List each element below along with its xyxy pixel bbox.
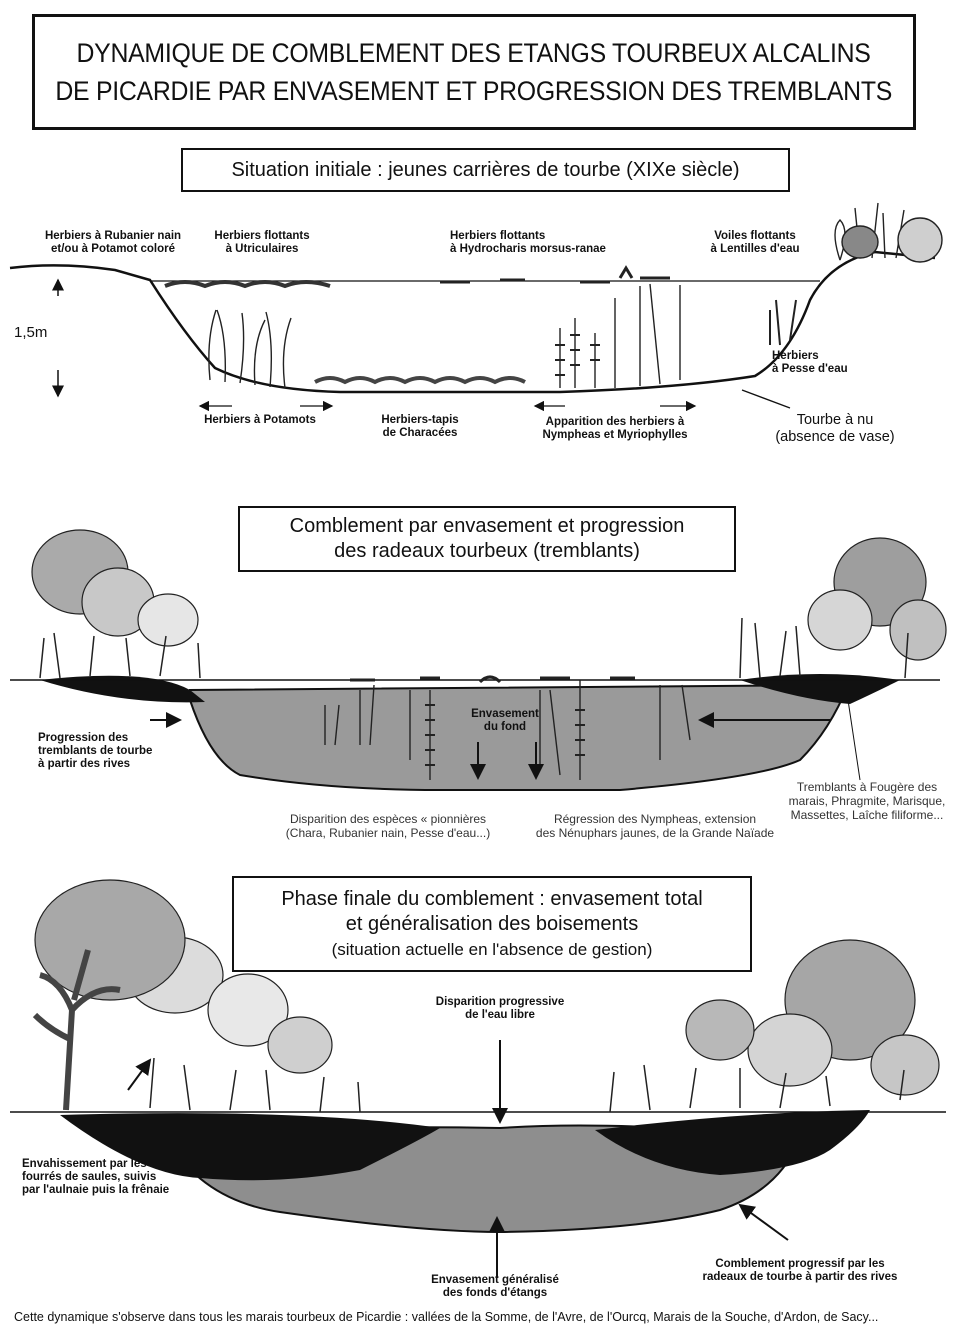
label-envasement-generalise: Envasement généralisé des fonds d'étangs: [405, 1274, 585, 1300]
label-disparition: Disparition des espèces « pionnières (Ch…: [268, 812, 508, 840]
panel1-heading: Situation initiale : jeunes carrières de…: [183, 158, 788, 183]
label-utriculaires-line1: Herbiers flottants: [192, 230, 332, 243]
label-lentilles-line2: à Lentilles d'eau: [695, 243, 815, 256]
label-tourbe-line2: (absence de vase): [760, 429, 910, 446]
label-regression-line1: Régression des Nympheas, extension: [530, 812, 780, 826]
label-characees-line1: Herbiers-tapis: [365, 414, 475, 427]
label-disparition-line1: Disparition des espèces « pionnières: [268, 812, 508, 826]
label-tremblants-line1: Tremblants à Fougère des: [782, 780, 952, 794]
label-fourres: Envahissement par les fourrés de saules,…: [22, 1158, 212, 1197]
label-envasement-fond: Envasement du fond: [455, 708, 555, 734]
label-nympheas-line1: Apparition des herbiers à: [525, 416, 705, 429]
label-pesse-line2: à Pesse d'eau: [772, 363, 882, 376]
panel3-heading-box: Phase finale du comblement : envasement …: [232, 876, 752, 972]
label-comblement-radeaux: Comblement progressif par les radeaux de…: [680, 1258, 920, 1284]
label-tremblants-line2: marais, Phragmite, Marisque,: [782, 794, 952, 808]
label-nympheas-line2: Nympheas et Myriophylles: [525, 429, 705, 442]
label-regression: Régression des Nympheas, extension des N…: [530, 812, 780, 840]
label-nympheas: Apparition des herbiers à Nympheas et My…: [525, 416, 705, 442]
label-progression-line1: Progression des: [38, 732, 188, 745]
label-progression-line2: tremblants de tourbe: [38, 745, 188, 758]
label-envasement-line1: Envasement: [455, 708, 555, 721]
label-disparition-line2: (Chara, Rubanier nain, Pesse d'eau...): [268, 826, 508, 840]
label-rubanier-line1: Herbiers à Rubanier nain: [28, 230, 198, 243]
label-progression-line3: à partir des rives: [38, 758, 188, 771]
label-fourres-line1: Envahissement par les: [22, 1158, 212, 1171]
panel2-heading-line2: des radeaux tourbeux (tremblants): [240, 539, 734, 564]
label-rubanier-line2: et/ou à Potamot coloré: [28, 243, 198, 256]
panel2-heading-line1: Comblement par envasement et progression: [240, 514, 734, 539]
label-eau-libre: Disparition progressive de l'eau libre: [415, 996, 585, 1022]
label-characees: Herbiers-tapis de Characées: [365, 414, 475, 440]
panel3-heading-line3: (situation actuelle en l'absence de gest…: [234, 937, 750, 962]
label-potamots: Herbiers à Potamots: [185, 414, 335, 427]
label-eau-libre-line1: Disparition progressive: [415, 996, 585, 1009]
label-hydrocharis: Herbiers flottants à Hydrocharis morsus-…: [450, 230, 630, 256]
label-hydrocharis-line1: Herbiers flottants: [450, 230, 630, 243]
label-lentilles-line1: Voiles flottants: [695, 230, 815, 243]
panel1-heading-box: Situation initiale : jeunes carrières de…: [181, 148, 790, 192]
label-tourbe-line1: Tourbe à nu: [760, 412, 910, 429]
label-envasement-line2: du fond: [455, 721, 555, 734]
label-characees-line2: de Characées: [365, 427, 475, 440]
footer-note: Cette dynamique s'observe dans tous les …: [14, 1310, 878, 1324]
label-regression-line2: des Nénuphars jaunes, de la Grande Naïad…: [530, 826, 780, 840]
label-pesse-line1: Herbiers: [772, 350, 882, 363]
label-tremblants-line3: Massettes, Laîche filiforme...: [782, 808, 952, 822]
label-tourbe: Tourbe à nu (absence de vase): [760, 412, 910, 446]
depth-label: 1,5m: [14, 324, 47, 341]
label-progression: Progression des tremblants de tourbe à p…: [38, 732, 188, 771]
panel3-heading-line1: Phase finale du comblement : envasement …: [234, 887, 750, 912]
label-fourres-line2: fourrés de saules, suivis: [22, 1171, 212, 1184]
label-utriculaires: Herbiers flottants à Utriculaires: [192, 230, 332, 256]
label-pesse: Herbiers à Pesse d'eau: [772, 350, 882, 376]
label-rubanier: Herbiers à Rubanier nain et/ou à Potamot…: [28, 230, 198, 256]
panel3-heading-line2: et généralisation des boisements: [234, 912, 750, 937]
label-general-line1: Envasement généralisé: [405, 1274, 585, 1287]
label-radeaux-line2: radeaux de tourbe à partir des rives: [680, 1271, 920, 1284]
label-general-line2: des fonds d'étangs: [405, 1287, 585, 1300]
label-radeaux-line1: Comblement progressif par les: [680, 1258, 920, 1271]
label-hydrocharis-line2: à Hydrocharis morsus-ranae: [450, 243, 630, 256]
label-fourres-line3: par l'aulnaie puis la frênaie: [22, 1184, 212, 1197]
label-tremblants: Tremblants à Fougère des marais, Phragmi…: [782, 780, 952, 822]
label-utriculaires-line2: à Utriculaires: [192, 243, 332, 256]
label-eau-libre-line2: de l'eau libre: [415, 1009, 585, 1022]
label-lentilles: Voiles flottants à Lentilles d'eau: [695, 230, 815, 256]
panel2-heading-box: Comblement par envasement et progression…: [238, 506, 736, 572]
